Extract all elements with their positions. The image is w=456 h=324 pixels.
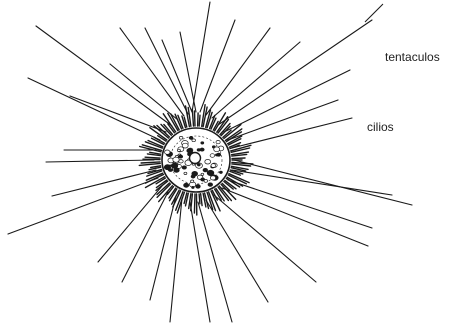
granule xyxy=(196,185,201,189)
granule xyxy=(191,175,195,178)
cilium xyxy=(145,157,160,158)
cilium xyxy=(139,163,160,165)
tentacle xyxy=(170,198,182,322)
granule xyxy=(164,165,170,170)
tentacle xyxy=(52,170,156,196)
tentacle xyxy=(222,188,368,246)
granule xyxy=(201,173,204,175)
granule xyxy=(203,168,208,172)
tentacle xyxy=(28,78,160,140)
tentacle xyxy=(192,2,210,112)
tentacle xyxy=(8,178,158,234)
granule xyxy=(197,164,200,166)
granule xyxy=(201,142,204,144)
granule xyxy=(211,164,216,168)
cilium xyxy=(192,109,193,126)
tentacle xyxy=(180,32,196,112)
granule xyxy=(187,149,193,153)
tentacle xyxy=(228,100,338,140)
tentacle xyxy=(234,160,412,205)
granule xyxy=(217,153,221,156)
cilia-label: cilios xyxy=(367,121,394,133)
nucleus xyxy=(190,153,201,164)
granule xyxy=(219,171,222,173)
granule xyxy=(182,166,186,169)
tentacle xyxy=(162,40,192,112)
tentacle xyxy=(218,20,372,125)
tentacle xyxy=(212,42,300,118)
tentacle xyxy=(150,196,176,300)
granule xyxy=(177,149,180,151)
granule xyxy=(173,157,179,162)
granule xyxy=(192,139,196,142)
granule xyxy=(165,150,170,154)
granule xyxy=(182,143,188,148)
tentacle xyxy=(232,118,352,148)
tentacles-pointer-line xyxy=(365,4,383,22)
cilium xyxy=(198,113,199,126)
tentacle xyxy=(46,160,154,162)
granule xyxy=(205,159,211,164)
cilium xyxy=(201,194,203,206)
granule xyxy=(171,163,178,168)
granule xyxy=(179,136,183,139)
granule xyxy=(204,180,208,183)
granule xyxy=(192,186,195,188)
tentacle xyxy=(190,202,210,322)
tentacle xyxy=(70,96,166,132)
tentacle xyxy=(198,202,232,322)
tentacle xyxy=(232,170,392,195)
granule xyxy=(200,148,204,151)
label-pointers xyxy=(365,4,383,22)
granule xyxy=(210,176,215,180)
tentacle xyxy=(228,180,372,228)
granule xyxy=(179,160,183,163)
cilium xyxy=(194,194,195,213)
cilium xyxy=(232,158,245,159)
granule xyxy=(214,147,220,152)
granule xyxy=(191,180,194,183)
cilium xyxy=(195,111,196,126)
granule xyxy=(184,172,187,174)
cilium xyxy=(199,115,200,126)
granule xyxy=(184,183,189,187)
cilium xyxy=(141,162,160,163)
granule xyxy=(216,140,220,143)
granule xyxy=(210,154,215,158)
granule xyxy=(179,155,183,158)
cilium xyxy=(199,194,200,204)
granule xyxy=(208,183,213,187)
tentacles-label: tentaculos xyxy=(385,51,440,63)
